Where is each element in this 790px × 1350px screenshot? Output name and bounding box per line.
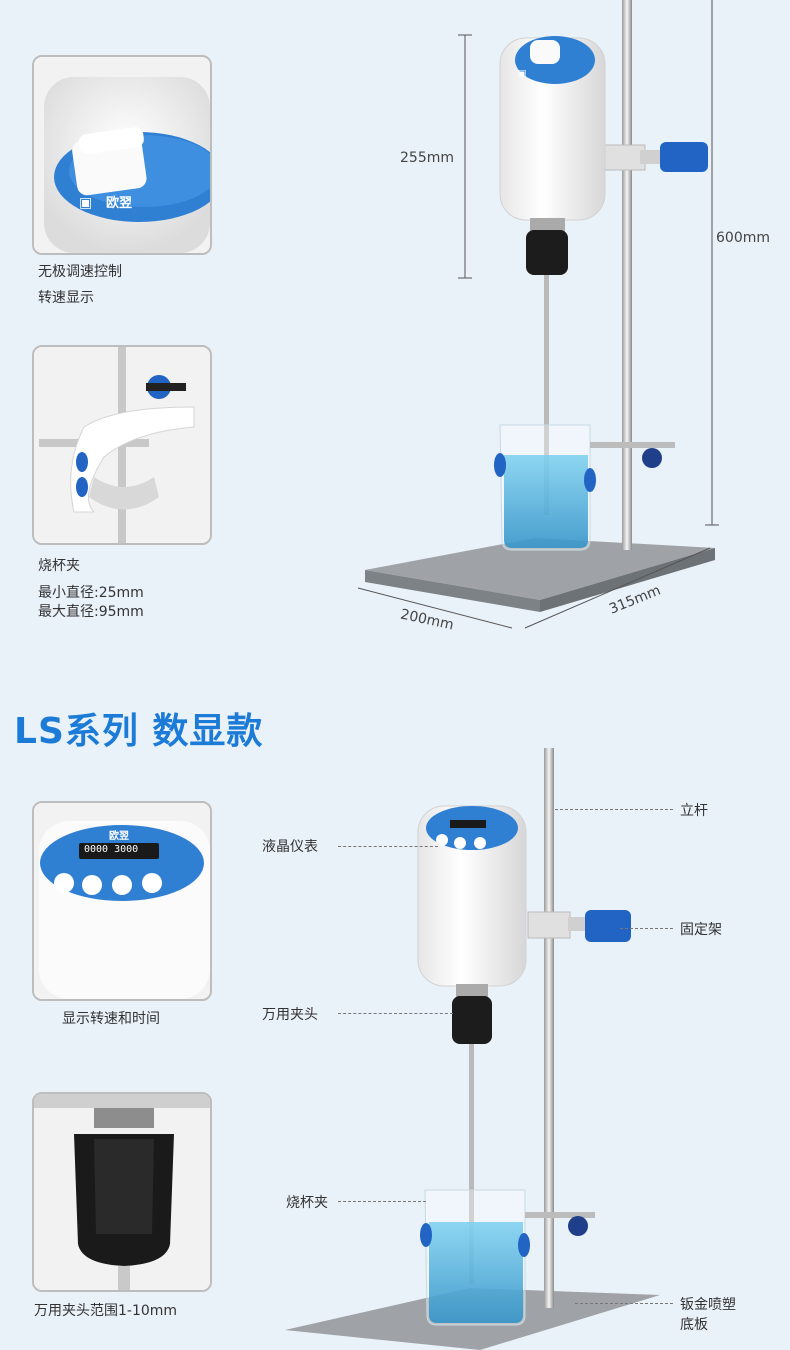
dim-head-height: 255mm bbox=[400, 150, 454, 166]
stirrer-product-top: ▣ bbox=[357, 0, 719, 629]
caption-beaker-clamp: 烧杯夹 bbox=[38, 558, 80, 574]
callout-line-rod bbox=[555, 809, 673, 810]
callout-beaker-clamp: 烧杯夹 bbox=[286, 1195, 328, 1211]
callout-base-line2: 底板 bbox=[680, 1317, 708, 1333]
callout-chuck: 万用夹头 bbox=[262, 1007, 318, 1023]
thumb-beaker-clamp bbox=[32, 345, 212, 545]
brand-logo: 欧翌 bbox=[109, 831, 129, 842]
beaker-clamp-illustration bbox=[34, 347, 210, 543]
lcd-display-illustration bbox=[34, 803, 210, 999]
thumb-speed-knob: ▣ 欧翌 bbox=[32, 55, 212, 255]
callout-line-clamp bbox=[620, 928, 673, 929]
callout-base-line1: 钣金喷塑 bbox=[680, 1297, 736, 1313]
callout-clamp: 固定架 bbox=[680, 922, 722, 938]
caption-max-diameter: 最大直径:95mm bbox=[38, 604, 144, 620]
caption-speed-display: 转速显示 bbox=[38, 290, 94, 306]
brand-logo: 欧翌 bbox=[106, 196, 133, 211]
universal-chuck-illustration bbox=[34, 1094, 210, 1290]
lcd-readout: 0000 3000 bbox=[84, 844, 139, 855]
svg-text:▣: ▣ bbox=[79, 195, 92, 211]
caption-stepless-speed: 无极调速控制 bbox=[38, 264, 122, 280]
callout-line-beaker-clamp bbox=[338, 1201, 426, 1202]
callout-lcd: 液晶仪表 bbox=[262, 839, 318, 855]
thumb-lcd-display: 欧翌 0000 3000 bbox=[32, 801, 212, 1001]
stirrer-product-bottom bbox=[285, 748, 660, 1350]
callout-rod: 立杆 bbox=[680, 803, 708, 819]
dim-total-height: 600mm bbox=[716, 230, 770, 246]
callout-line-base bbox=[575, 1303, 673, 1304]
speed-knob-illustration: ▣ bbox=[34, 57, 210, 253]
caption-display-speed-time: 显示转速和时间 bbox=[62, 1011, 160, 1027]
callout-line-chuck bbox=[338, 1013, 453, 1014]
caption-chuck-range: 万用夹头范围1-10mm bbox=[34, 1303, 178, 1319]
thumb-universal-chuck bbox=[32, 1092, 212, 1292]
svg-text:▣: ▣ bbox=[518, 69, 527, 79]
section-title: LS系列 数显款 bbox=[14, 711, 264, 752]
caption-min-diameter: 最小直径:25mm bbox=[38, 585, 144, 601]
callout-line-lcd bbox=[338, 846, 438, 847]
